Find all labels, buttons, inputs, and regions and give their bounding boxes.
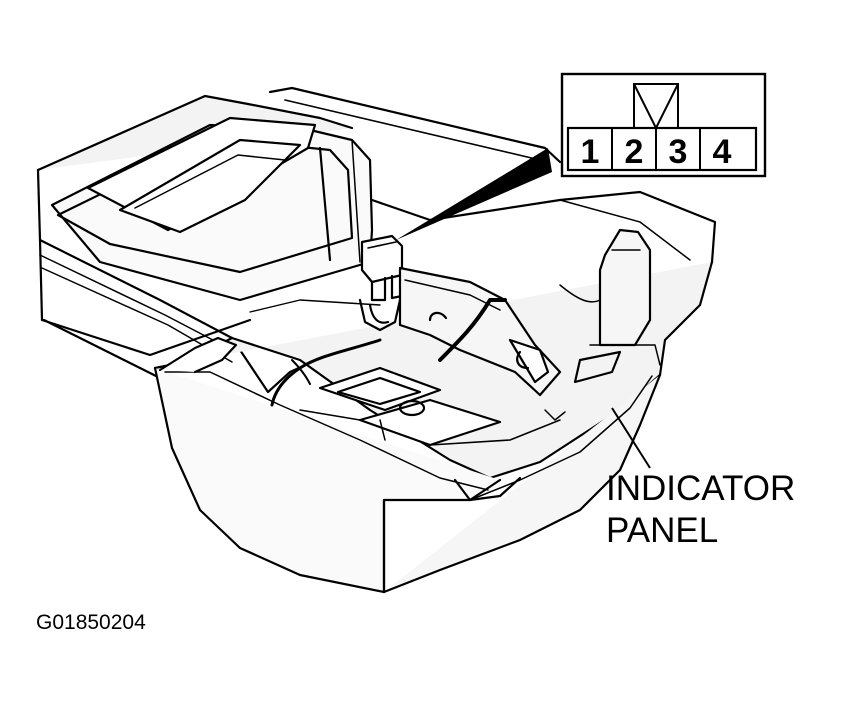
indicator-connector <box>358 234 404 332</box>
callout-leader-line <box>611 407 651 469</box>
console-drawing <box>36 86 717 594</box>
inset-leader-wedge <box>396 148 552 240</box>
connector-pin-2: 2 <box>625 133 644 171</box>
connector-pin-4: 4 <box>713 133 732 171</box>
connector-pin-3: 3 <box>669 133 688 171</box>
connector-inset: 1 2 3 4 <box>560 72 767 178</box>
connector-pin-1: 1 <box>581 133 600 171</box>
callout-label-line2: PANEL <box>606 511 718 550</box>
figure-code: G01850204 <box>36 611 146 634</box>
callout-label-line1: INDICATOR <box>606 469 795 508</box>
